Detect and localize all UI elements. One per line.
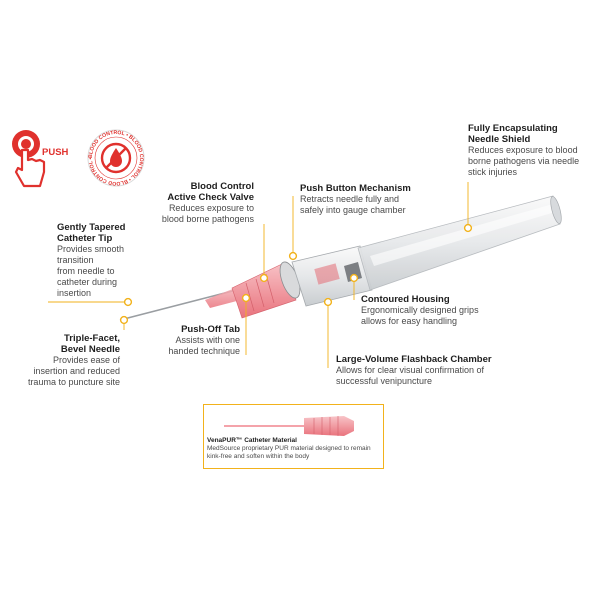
callout-title: Fully Encapsulating (468, 123, 558, 134)
callout-title: Contoured Housing (361, 294, 450, 305)
callout-flashback-chamber: Large-Volume Flashback Chamber Allows fo… (336, 354, 516, 387)
callout-title: Bevel Needle (60, 344, 120, 355)
callout-bevel-needle: Triple-Facet, Bevel Needle Provides ease… (10, 333, 120, 388)
callout-desc: Provides smooth (57, 244, 125, 254)
callout-desc: successful venipuncture (336, 376, 433, 386)
callout-needle-shield: Fully Encapsulating Needle Shield Reduce… (468, 123, 596, 178)
callout-desc: catheter during (57, 277, 118, 287)
callout-desc: insertion and reduced (33, 366, 120, 376)
callout-desc: safely into gauge chamber (300, 205, 406, 215)
callout-desc: blood borne pathogens (161, 214, 254, 224)
callout-title: Triple-Facet, (64, 333, 120, 344)
callout-desc: Allows for clear visual confirmation of (336, 365, 485, 375)
callout-dot-valve (259, 273, 269, 283)
callout-dot-flash (323, 297, 333, 307)
callout-check-valve: Blood Control Active Check Valve Reduces… (140, 181, 254, 225)
catheter-closeup (224, 416, 354, 436)
callout-desc: allows for easy handling (361, 316, 458, 326)
callout-dot-tab (241, 293, 251, 303)
callout-desc: trauma to puncture site (27, 377, 120, 387)
callout-desc: Reduces exposure to (168, 203, 254, 213)
material-desc: kink-free and soften within the body (207, 453, 310, 460)
callout-push-button: Push Button Mechanism Retracts needle fu… (300, 183, 430, 216)
callout-desc: from needle to (57, 266, 115, 276)
callout-title: Blood Control (190, 181, 254, 192)
callout-desc: Ergonomically designed grips (361, 305, 479, 315)
callout-desc: stick injuries (468, 167, 518, 177)
catheter-hub (231, 261, 297, 319)
material-info-box: VenaPUR™ Catheter Material MedSource pro… (203, 404, 384, 469)
callout-title: Active Check Valve (167, 192, 254, 203)
callout-desc: Assists with one (175, 335, 240, 345)
callout-title: Large-Volume Flashback Chamber (336, 354, 492, 365)
material-desc: MedSource proprietary PUR material desig… (207, 445, 371, 452)
callout-title: Push Button Mechanism (300, 183, 411, 194)
callout-title: Gently Tapered (57, 222, 126, 233)
callout-dot-tip (123, 297, 133, 307)
callout-desc: Provides ease of (52, 355, 120, 365)
blood-control-badge-icon: BLOOD CONTROL • BLOOD CONTROL • BLOOD CO… (87, 129, 145, 187)
material-title: VenaPUR™ Catheter Material (207, 437, 297, 444)
callout-title: Catheter Tip (57, 233, 113, 244)
callout-title: Needle Shield (468, 134, 531, 145)
callout-dot-push (288, 251, 298, 261)
callout-dot-bevel (119, 315, 129, 325)
callout-dot-shield (463, 223, 473, 233)
callout-catheter-tip: Gently Tapered Catheter Tip Provides smo… (57, 222, 157, 299)
finger-push-icon (12, 130, 46, 188)
callout-contoured-housing: Contoured Housing Ergonomically designed… (361, 294, 501, 327)
callout-title: Push-Off Tab (181, 324, 240, 335)
callout-desc: insertion (57, 288, 92, 298)
push-label: PUSH (42, 147, 69, 158)
callout-desc: Retracts needle fully and (300, 194, 400, 204)
callout-desc: borne pathogens via needle (468, 156, 580, 166)
callout-desc: handed technique (168, 346, 240, 356)
callout-push-off-tab: Push-Off Tab Assists with one handed tec… (160, 324, 240, 357)
callout-dot-housing (349, 273, 359, 283)
callout-desc: transition (57, 255, 94, 265)
callout-desc: Reduces exposure to blood (468, 145, 578, 155)
